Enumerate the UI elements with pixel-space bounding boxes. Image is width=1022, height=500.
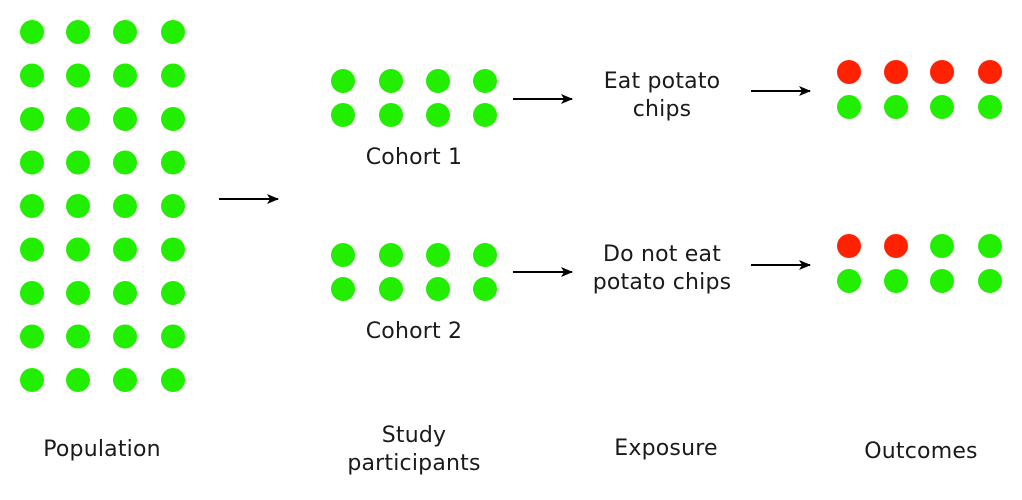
population-dot <box>113 20 137 44</box>
cohort-1-participant-dot <box>331 103 355 127</box>
population-stage-label: Population <box>43 437 161 462</box>
cohort-1-participant-dot <box>379 69 403 93</box>
population-dot <box>20 324 44 349</box>
population-dot <box>66 150 90 175</box>
population-dot <box>20 237 44 262</box>
population-dot <box>66 281 90 305</box>
population-dot <box>113 368 137 392</box>
population-dot <box>20 194 44 218</box>
cohort-2-outcome-dot <box>978 269 1002 293</box>
cohort-1-participant-dot <box>331 69 355 93</box>
population-dot <box>20 107 44 131</box>
cohort-1-outcome-dot <box>884 95 908 119</box>
cohort-2-participant-dot <box>473 243 497 267</box>
population-dot <box>20 368 44 392</box>
cohort-2-outcome-dot <box>930 234 954 258</box>
population-dot-grid <box>20 20 185 392</box>
population-dot <box>113 281 137 305</box>
population-dot <box>161 107 185 131</box>
cohort-2-outcome-dot <box>978 234 1002 258</box>
population-dot <box>113 324 137 349</box>
population-dot <box>20 20 44 44</box>
population-dot <box>66 107 90 131</box>
cohort-2-outcome-dot <box>837 269 861 293</box>
population-dot <box>113 63 137 88</box>
population-dot <box>161 368 185 392</box>
cohort-1-outcome-dot <box>837 95 861 119</box>
population-dot <box>161 281 185 305</box>
population-dot <box>66 368 90 392</box>
population-dot <box>161 150 185 175</box>
cohort-2-participant-dot <box>331 243 355 267</box>
population-dot <box>66 237 90 262</box>
population-dot <box>20 63 44 88</box>
cohort-2-outcome-dot <box>930 269 954 293</box>
population-dot <box>66 324 90 349</box>
cohort-1-participant-dot <box>473 69 497 93</box>
cohort-1-participant-dots <box>331 69 497 127</box>
cohort-2-participant-dot <box>331 277 355 301</box>
population-dot <box>66 63 90 88</box>
study-participants-stage-label: Study participants <box>347 423 481 476</box>
population-dot <box>20 281 44 305</box>
cohort-2-outcome-dot <box>837 234 861 258</box>
population-dot <box>161 194 185 218</box>
cohort-1-outcome-dots <box>837 60 1002 119</box>
population-dot <box>20 150 44 175</box>
cohort-1-outcome-dot <box>930 95 954 119</box>
cohort-1-outcome-dot <box>978 60 1002 84</box>
cohort-1-participant-dot <box>426 69 450 93</box>
cohort-2-participant-dot <box>426 243 450 267</box>
cohort-1-label: Cohort 1 <box>365 145 463 170</box>
cohort-2-participant-dot <box>426 277 450 301</box>
population-dot <box>113 194 137 218</box>
cohort-2-outcome-dot <box>884 234 908 258</box>
outcomes-stage-label: Outcomes <box>864 439 978 464</box>
exposure-stage-label: Exposure <box>614 436 718 461</box>
population-dot <box>66 20 90 44</box>
cohort-1-participant-dot <box>426 103 450 127</box>
cohort-1-participant-dot <box>379 103 403 127</box>
cohort-1-outcome-dot <box>930 60 954 84</box>
cohort-2-participant-dots <box>331 243 497 301</box>
population-dot <box>66 194 90 218</box>
cohort-2-label: Cohort 2 <box>365 319 463 344</box>
exposure-2-label: Do not eat potato chips <box>592 242 732 295</box>
population-dot <box>113 107 137 131</box>
population-dot <box>113 237 137 262</box>
cohort-1-outcome-dot <box>884 60 908 84</box>
cohort-2-outcome-dots <box>837 234 1002 293</box>
population-dot <box>161 20 185 44</box>
cohort-2-outcome-dot <box>884 269 908 293</box>
exposure-1-label: Eat potato chips <box>603 69 721 122</box>
population-dot <box>161 324 185 349</box>
population-dot <box>113 150 137 175</box>
cohort-1-outcome-dot <box>837 60 861 84</box>
cohort-1-outcome-dot <box>978 95 1002 119</box>
population-dot <box>161 237 185 262</box>
cohort-1-participant-dot <box>473 103 497 127</box>
cohort-2-participant-dot <box>379 243 403 267</box>
cohort-2-participant-dot <box>473 277 497 301</box>
population-dot <box>161 63 185 88</box>
cohort-2-participant-dot <box>379 277 403 301</box>
